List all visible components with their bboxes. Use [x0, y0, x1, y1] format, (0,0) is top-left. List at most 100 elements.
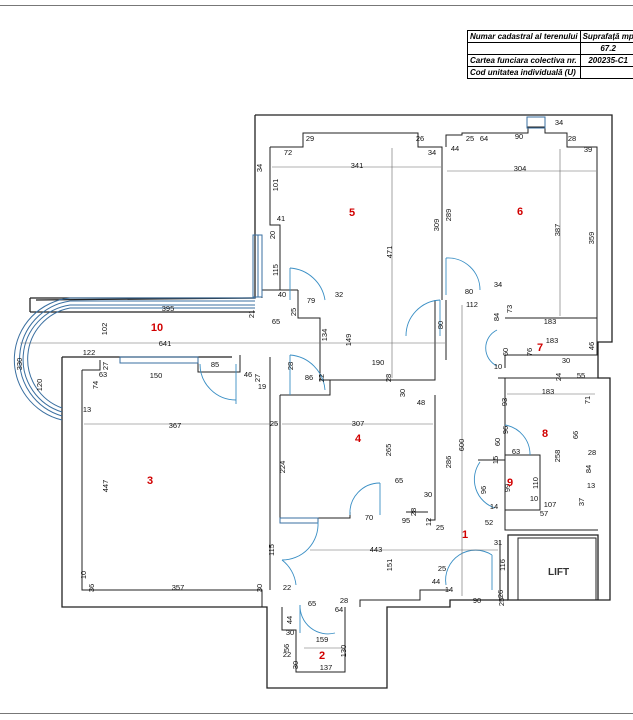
dimension-label: 265 [384, 444, 393, 457]
dimension-label: 27 [101, 362, 110, 370]
info-label: Cod unitatea individuală (U) [467, 66, 581, 79]
room-number-label: 10 [151, 322, 163, 334]
dimension-label: 86 [305, 373, 313, 382]
dimension-label: 367 [169, 421, 182, 430]
dimension-label: 600 [457, 439, 466, 452]
dimension-label: 80 [465, 287, 473, 296]
dimension-label: 102 [100, 323, 109, 336]
room-number-label: 3 [147, 475, 153, 487]
dimension-label: 21 [247, 310, 256, 318]
dimension-label: 183 [544, 317, 557, 326]
dimension-label: 25 [497, 598, 506, 606]
dimension-label: 22 [283, 583, 291, 592]
dimension-label: 107 [544, 500, 557, 509]
dimension-label: 30 [286, 628, 294, 637]
dimension-label: 65 [272, 317, 280, 326]
dimension-label: 30 [255, 584, 264, 592]
lift-label: LIFT [548, 567, 569, 578]
dimension-label: 96 [479, 486, 488, 494]
dimension-label: 22 [283, 650, 291, 659]
dimension-label: 22 [317, 374, 326, 382]
dimension-label: 32 [335, 290, 343, 299]
dimension-label: 137 [320, 663, 333, 672]
dimension-label: 19 [258, 382, 266, 391]
dimension-label: 34 [255, 164, 264, 172]
dimension-label: 159 [316, 635, 329, 644]
dimension-label: 44 [432, 577, 440, 586]
dimension-label: 134 [320, 329, 329, 342]
dimension-label: 64 [335, 605, 343, 614]
dimension-label: 27 [253, 374, 262, 382]
dimension-label: 66 [571, 431, 580, 439]
dimension-label: 330 [15, 358, 24, 371]
room-number-label: 2 [319, 650, 325, 662]
dimension-label: 79 [307, 296, 315, 305]
windows [119, 116, 546, 524]
dimension-label: 341 [351, 161, 364, 170]
dimension-label: 286 [444, 456, 453, 469]
dimension-label: 28 [409, 508, 418, 516]
exterior-walls [29, 114, 613, 689]
dimension-label: 93 [500, 398, 509, 406]
dimension-label: 14 [445, 585, 453, 594]
dimension-lines [20, 148, 596, 649]
room-number-label: 6 [517, 206, 523, 218]
dimension-label: 13 [587, 481, 595, 490]
dimension-label: 63 [99, 370, 107, 379]
top-border-line [0, 5, 633, 6]
dimension-label: 34 [494, 280, 502, 289]
dimension-label: 25 [438, 564, 446, 573]
dimension-label: 149 [344, 334, 353, 347]
dimension-label: 20 [268, 231, 277, 239]
dimension-label: 359 [587, 232, 596, 245]
dimension-label: 56 [282, 644, 291, 652]
dimension-label: 10 [79, 571, 88, 579]
dimension-label: 28 [286, 362, 295, 370]
dimension-label: 447 [101, 480, 110, 493]
dimension-label: 28 [568, 134, 576, 143]
dimension-label: 84 [584, 465, 593, 473]
dimension-label: 30 [291, 661, 300, 669]
dimension-label: 309 [432, 219, 441, 232]
dimension-label: 60 [493, 438, 502, 446]
dimension-label: 80 [436, 321, 445, 329]
dimension-label: 357 [172, 583, 185, 592]
dimension-label: 41 [277, 214, 285, 223]
dimension-label: 151 [385, 559, 394, 572]
dimension-label: 29 [306, 134, 314, 143]
dimension-label: 112 [466, 300, 478, 309]
room-number-label: 8 [542, 428, 548, 440]
dimension-label: 190 [372, 358, 385, 367]
dimension-label: 30 [398, 389, 407, 397]
dimension-label: 55 [577, 371, 585, 380]
dimension-label: 25 [270, 419, 278, 428]
dimension-label: 39 [584, 145, 592, 154]
dimension-label: 110 [531, 477, 540, 489]
dimension-label: 84 [492, 313, 501, 321]
dimension-label: 101 [271, 179, 280, 192]
dimension-label: 307 [352, 419, 365, 428]
cadastral-info-table: Numar cadastral al terenului Suprafață m… [467, 30, 633, 79]
dimension-label: 46 [587, 342, 596, 350]
dimension-label: 28 [340, 596, 348, 605]
room-number-label: 4 [355, 433, 362, 445]
dimension-label: 99 [503, 484, 512, 492]
dimension-label: 289 [444, 209, 453, 222]
dimension-label: 30 [562, 356, 570, 365]
dimension-label: 183 [546, 336, 559, 345]
dimension-label: 10 [530, 494, 538, 503]
dimension-label: 74 [91, 381, 100, 389]
dimension-label: 44 [451, 144, 459, 153]
dimension-label: 95 [402, 516, 410, 525]
dimension-label: 304 [514, 164, 527, 173]
dimension-label: 90 [473, 596, 481, 605]
dimension-label: 73 [505, 305, 514, 313]
dimension-label: 63 [512, 447, 520, 456]
dimension-label: 28 [588, 448, 596, 457]
dimension-label: 258 [553, 450, 562, 463]
dimension-label: 37 [577, 498, 586, 506]
dimension-label: 85 [211, 360, 219, 369]
dimension-label: 57 [540, 509, 548, 518]
dimension-label: 13 [83, 405, 91, 414]
